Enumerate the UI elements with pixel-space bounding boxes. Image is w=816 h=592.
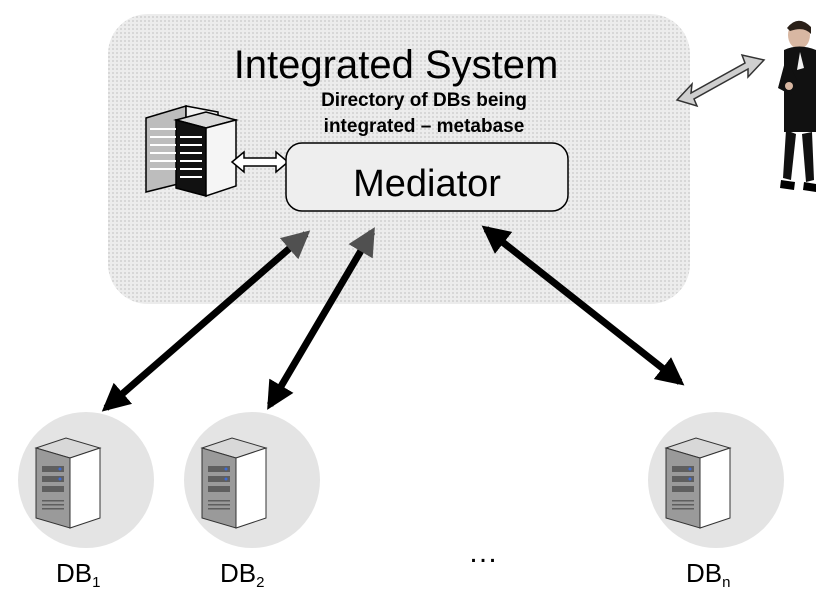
metabase-label-line2: integrated – metabase [324,116,525,137]
db1-label: DB1 [56,558,101,591]
user-link-arrow [675,53,766,108]
mediator-box [285,142,569,212]
connection-arrow-dbn [481,225,685,386]
metabase-label-line1: Directory of DBs being [321,90,527,111]
database-icon-2 [184,412,320,548]
ellipsis: … [468,536,498,569]
mediator-label: Mediator [353,163,501,205]
database-icon-1 [18,412,154,548]
database-icon-n [648,412,784,548]
integrated-system-title: Integrated System [234,43,559,87]
dbn-label: DBn [686,558,731,591]
person-icon [778,20,816,192]
db2-label: DB2 [220,558,265,591]
server-rack-icon [145,104,239,198]
connection-arrow-db2 [266,227,376,410]
